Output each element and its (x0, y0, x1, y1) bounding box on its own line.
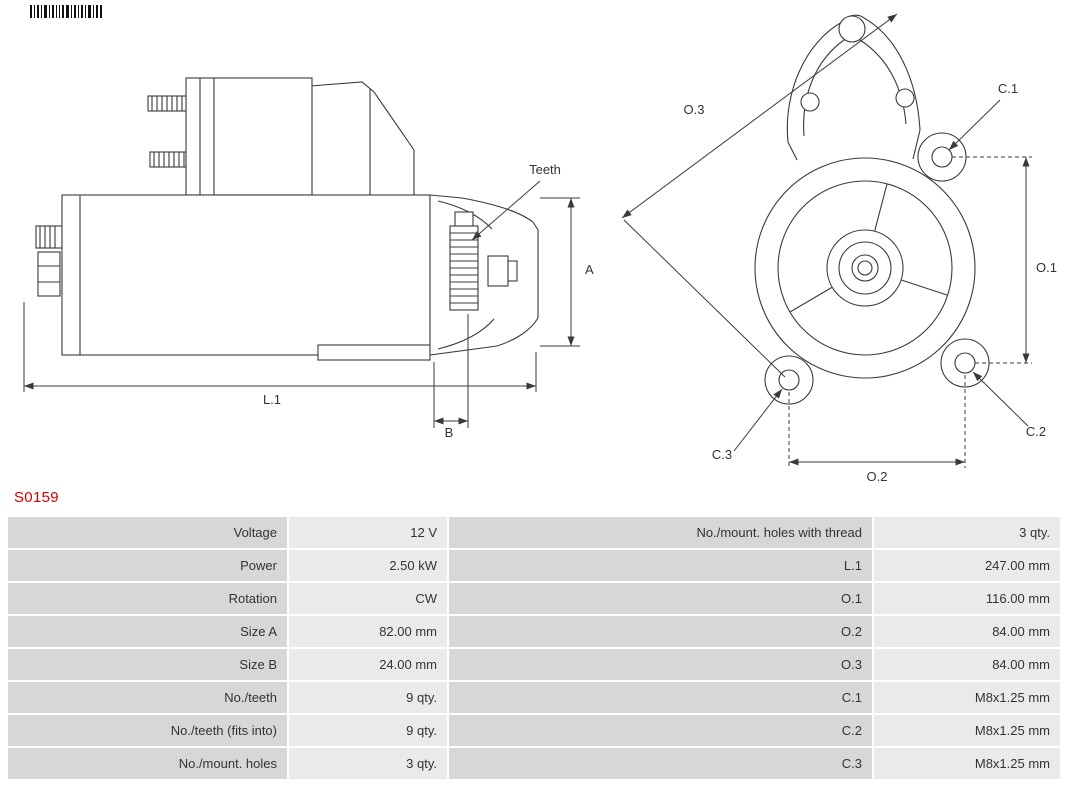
spec-value: CW (289, 583, 447, 614)
barcode (30, 5, 102, 18)
spec-label: C.2 (449, 715, 872, 746)
spec-label: O.3 (449, 649, 872, 680)
spec-label: No./mount. holes (8, 748, 287, 779)
dimension-annotations-front (621, 13, 1032, 468)
spec-value: 9 qty. (289, 682, 447, 713)
spec-label: Power (8, 550, 287, 581)
spec-value: 2.50 kW (289, 550, 447, 581)
spec-label: No./teeth (8, 682, 287, 713)
spec-value: 24.00 mm (289, 649, 447, 680)
spec-value: 247.00 mm (874, 550, 1060, 581)
spec-label: Size A (8, 616, 287, 647)
front-view-drawing: O.3 O.1 O.2 C.1 C.2 C.3 (621, 13, 1057, 484)
spec-value: 116.00 mm (874, 583, 1060, 614)
spec-value: 3 qty. (289, 748, 447, 779)
spec-label: Voltage (8, 517, 287, 548)
mounting-bracket (786, 14, 921, 161)
spec-value: 12 V (289, 517, 447, 548)
spec-value: M8x1.25 mm (874, 715, 1060, 746)
technical-drawing: Teeth A L.1 B (23, 5, 1057, 484)
spec-label: Size B (8, 649, 287, 680)
dim-label-o3: O.3 (684, 102, 705, 117)
dim-label-b: B (445, 425, 454, 440)
side-view-drawing: Teeth A L.1 B (23, 77, 594, 440)
spec-value: 3 qty. (874, 517, 1060, 548)
mounting-holes (778, 146, 976, 391)
dim-label-c1: C.1 (998, 81, 1018, 96)
motor-body (61, 194, 431, 361)
spec-value: 9 qty. (289, 715, 447, 746)
part-number: S0159 (14, 489, 59, 506)
dim-label-teeth: Teeth (529, 162, 561, 177)
pinion-gear (449, 211, 479, 311)
mounting-flange (754, 132, 990, 405)
solenoid (185, 77, 415, 196)
spec-label: Rotation (8, 583, 287, 614)
dim-label-l1: L.1 (263, 392, 281, 407)
spec-label: O.2 (449, 616, 872, 647)
spec-label: L.1 (449, 550, 872, 581)
dim-label-o2: O.2 (867, 469, 888, 484)
spec-label: C.1 (449, 682, 872, 713)
terminal-studs (35, 95, 187, 297)
spec-label: No./mount. holes with thread (449, 517, 872, 548)
spec-value: 84.00 mm (874, 649, 1060, 680)
spec-value: M8x1.25 mm (874, 748, 1060, 779)
dimension-annotations-side (23, 180, 580, 428)
dim-label-a: A (585, 262, 594, 277)
spec-value: M8x1.25 mm (874, 682, 1060, 713)
spec-value: 84.00 mm (874, 616, 1060, 647)
dim-label-c2: C.2 (1026, 424, 1046, 439)
dim-label-o1: O.1 (1036, 260, 1057, 275)
spec-value: 82.00 mm (289, 616, 447, 647)
spec-label: C.3 (449, 748, 872, 779)
dim-label-c3: C.3 (712, 447, 732, 462)
spec-label: O.1 (449, 583, 872, 614)
drive-end-housing (429, 194, 539, 356)
spec-table: Voltage 12 V No./mount. holes with threa… (8, 517, 1060, 779)
spec-label: No./teeth (fits into) (8, 715, 287, 746)
